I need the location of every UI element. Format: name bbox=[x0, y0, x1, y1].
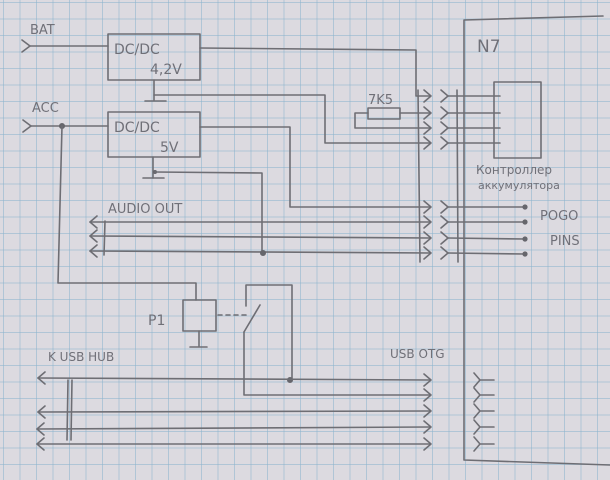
pogo-pin-4 bbox=[522, 251, 528, 257]
controller-label-1: Контроллер bbox=[476, 163, 552, 177]
audio-out-lines bbox=[89, 215, 431, 258]
pogo-label-1: POGO bbox=[540, 209, 578, 224]
controller-connector bbox=[423, 89, 501, 150]
pogo-label-2: PINS bbox=[550, 234, 580, 249]
battery-controller-block bbox=[493, 81, 542, 159]
relay-switch-wire bbox=[245, 284, 293, 381]
resistor-7k5 bbox=[367, 107, 401, 120]
dcdc-4v2-voltage: 4,2V bbox=[150, 62, 182, 78]
dcdc-4v2-title: DC/DC bbox=[114, 42, 160, 58]
bat-label: BAT bbox=[30, 23, 55, 38]
relay-label: P1 bbox=[148, 313, 165, 329]
n7-device-frame bbox=[463, 15, 610, 466]
audio-out-label: AUDIO OUT bbox=[108, 202, 182, 217]
acc-label: ACC bbox=[32, 101, 59, 116]
bat-input bbox=[21, 39, 109, 53]
usb-otg-label: USB OTG bbox=[390, 347, 445, 361]
pogo-pin-3 bbox=[522, 236, 528, 242]
usb-hub-label: K USB HUB bbox=[48, 350, 114, 364]
relay-switch-contact bbox=[243, 304, 261, 333]
pogo-pin-2 bbox=[522, 219, 528, 225]
usb-lines bbox=[36, 371, 432, 451]
dcdc-5v-block bbox=[107, 111, 201, 158]
controller-label-2: аккумулятора bbox=[478, 179, 560, 192]
usb-otg-connector bbox=[473, 372, 495, 452]
relay-coil bbox=[182, 299, 217, 332]
acc-input bbox=[22, 119, 109, 133]
dcdc-5v-voltage: 5V bbox=[160, 140, 179, 156]
dcdc-5v-title: DC/DC bbox=[114, 120, 160, 136]
pogo-pin-1 bbox=[522, 204, 528, 210]
resistor-label: 7K5 bbox=[368, 93, 393, 108]
pogo-connector bbox=[423, 200, 528, 260]
device-label: N7 bbox=[477, 37, 501, 57]
